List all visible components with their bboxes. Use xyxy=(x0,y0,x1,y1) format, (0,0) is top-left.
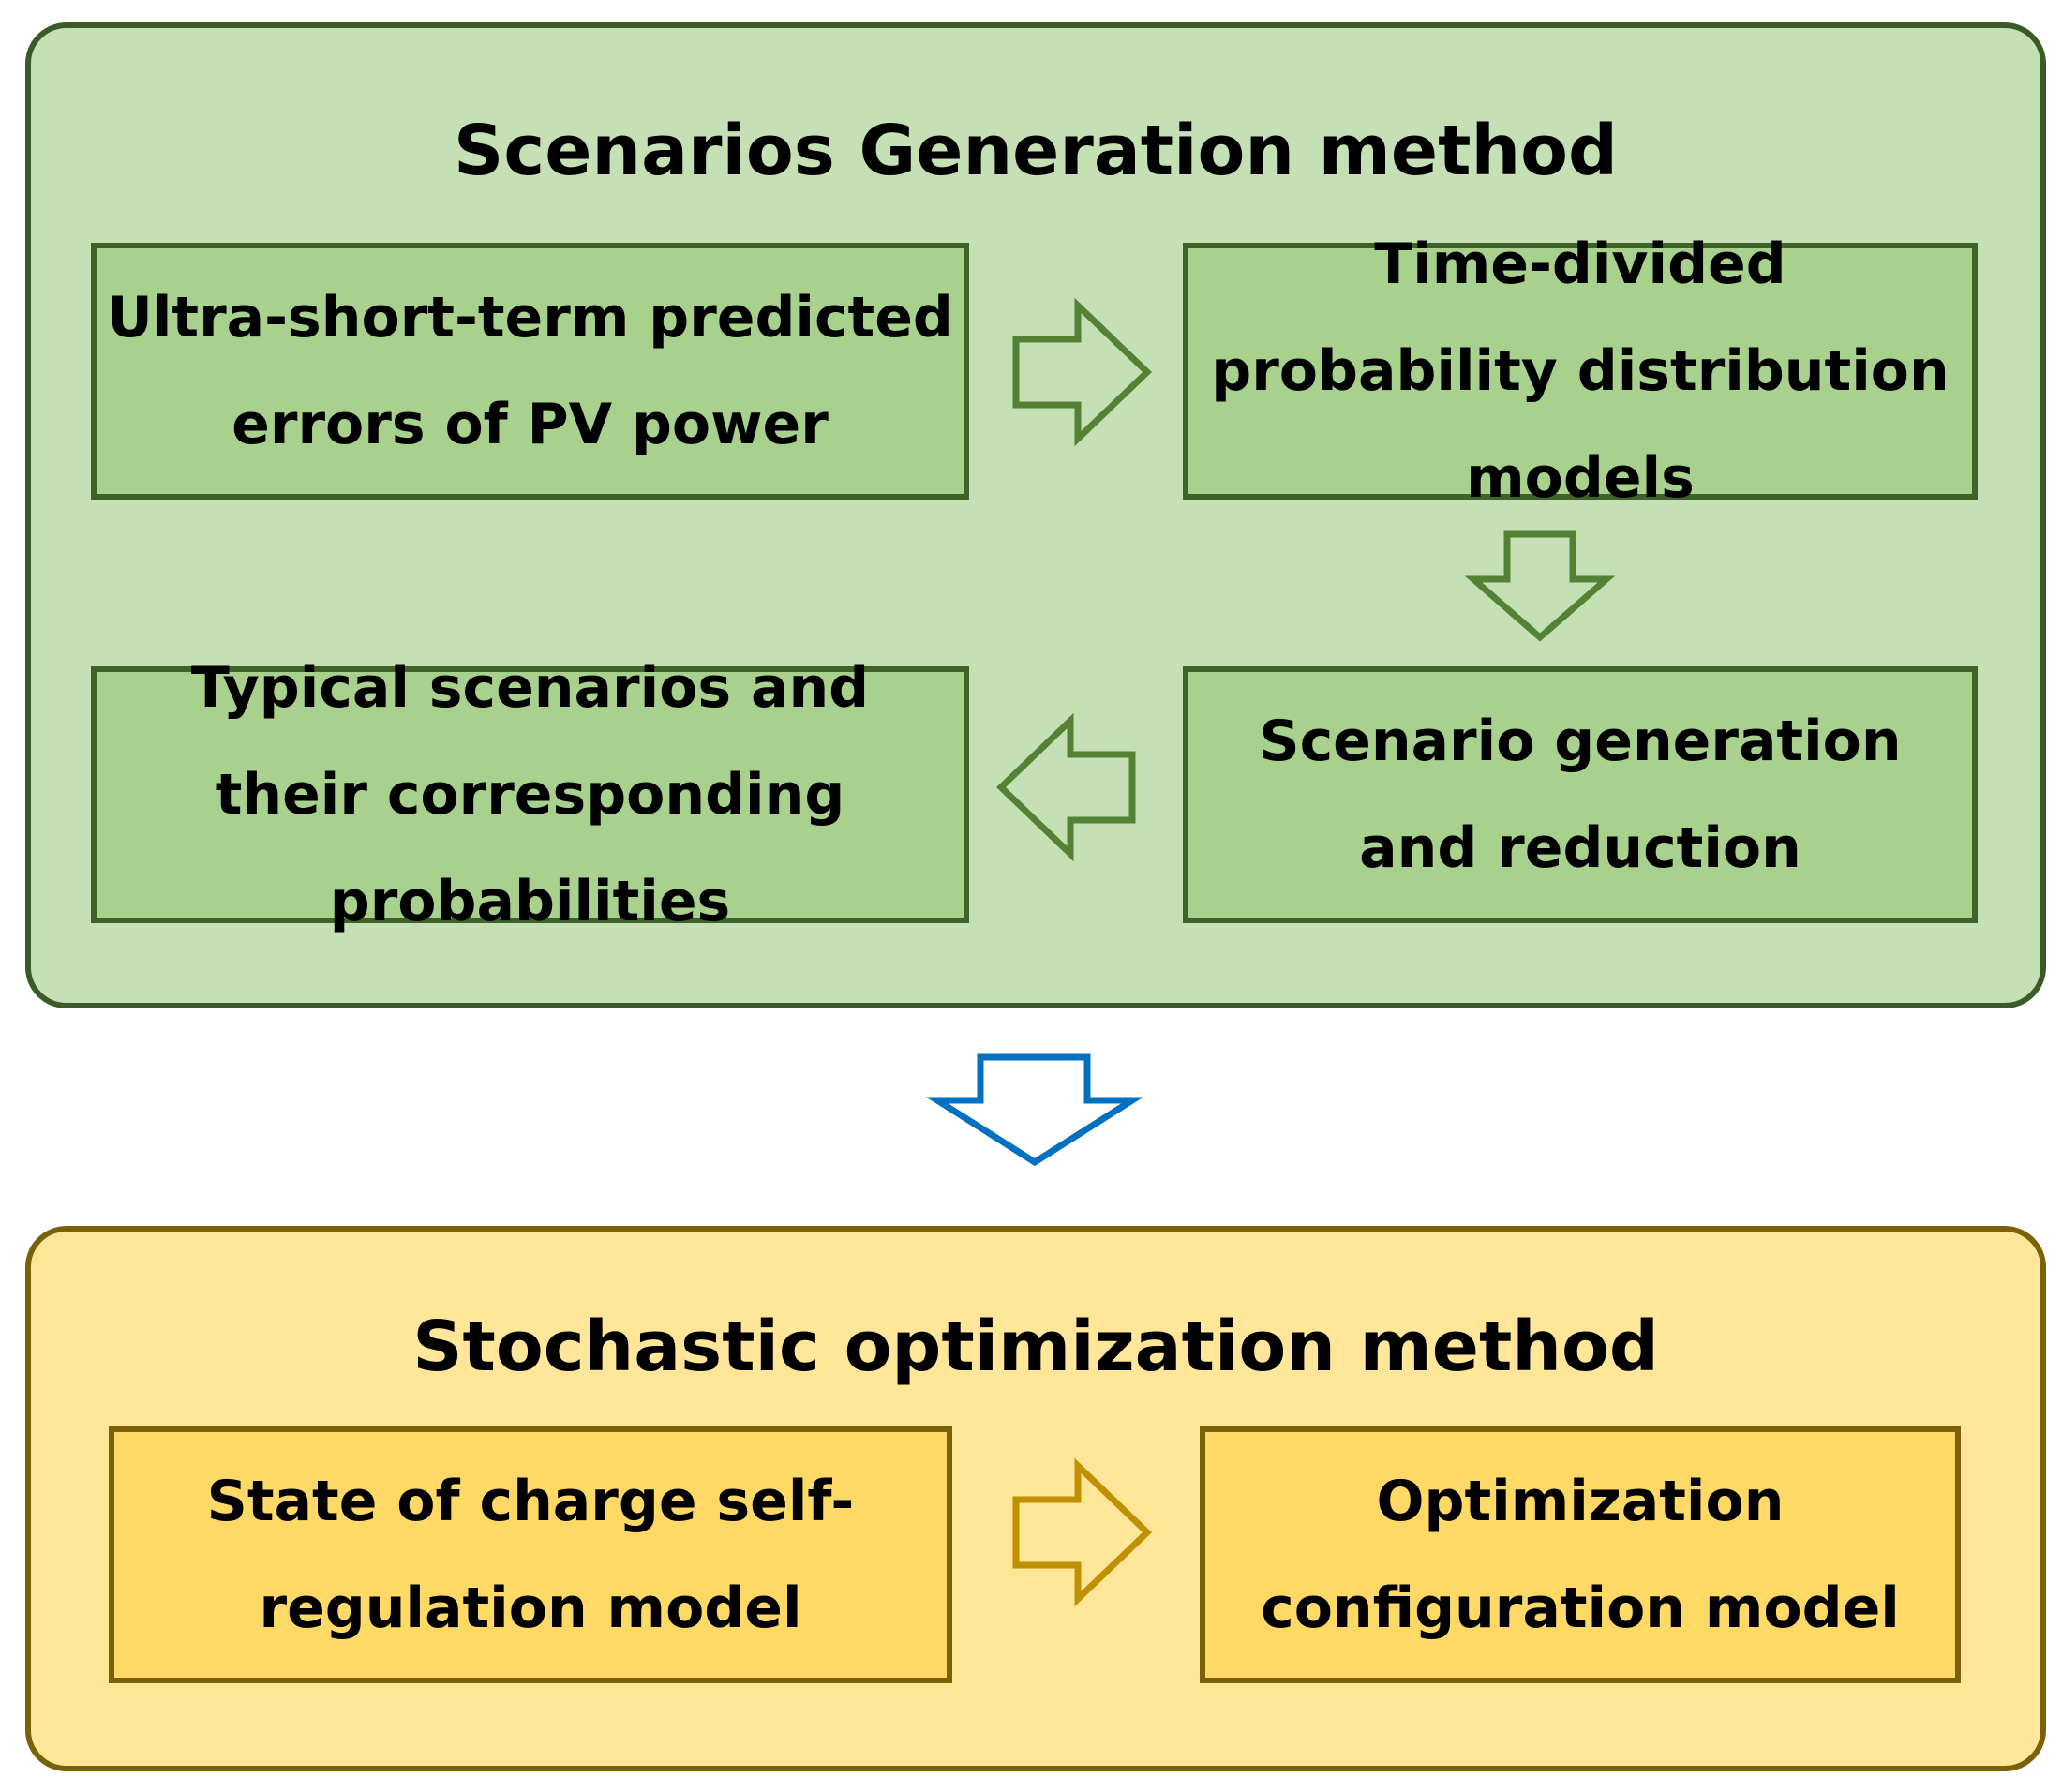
soc-model-label: State of charge self-regulation model xyxy=(206,1469,855,1641)
soc-model-box: State of charge self-regulation model xyxy=(109,1426,952,1683)
left-arrow-icon xyxy=(995,712,1136,862)
prediction-errors-box: Ultra-short-term predicted errors of PV … xyxy=(91,243,969,500)
right-arrow-icon xyxy=(1012,1457,1153,1607)
transition-down-arrow-icon xyxy=(925,1053,1144,1167)
probability-models-label: Time-divided probability distribution mo… xyxy=(1211,231,1950,511)
typical-scenarios-label: Typical scenarios and their correspondin… xyxy=(190,655,870,934)
scenarios-generation-title: Scenarios Generation method xyxy=(454,111,1618,191)
typical-scenarios-box: Typical scenarios and their correspondin… xyxy=(91,655,969,934)
scenario-generation-label: Scenario generation and reduction xyxy=(1259,709,1902,881)
prediction-errors-label: Ultra-short-term predicted errors of PV … xyxy=(107,285,953,457)
scenario-generation-box: Scenario generation and reduction xyxy=(1183,666,1978,923)
stochastic-optimization-title: Stochastic optimization method xyxy=(412,1307,1659,1387)
down-arrow-icon xyxy=(1464,530,1616,642)
optimization-model-label: Optimization configuration model xyxy=(1261,1469,1900,1641)
probability-models-box: Time-divided probability distribution mo… xyxy=(1183,231,1978,511)
right-arrow-icon xyxy=(1012,297,1153,447)
optimization-model-box: Optimization configuration model xyxy=(1200,1426,1961,1683)
